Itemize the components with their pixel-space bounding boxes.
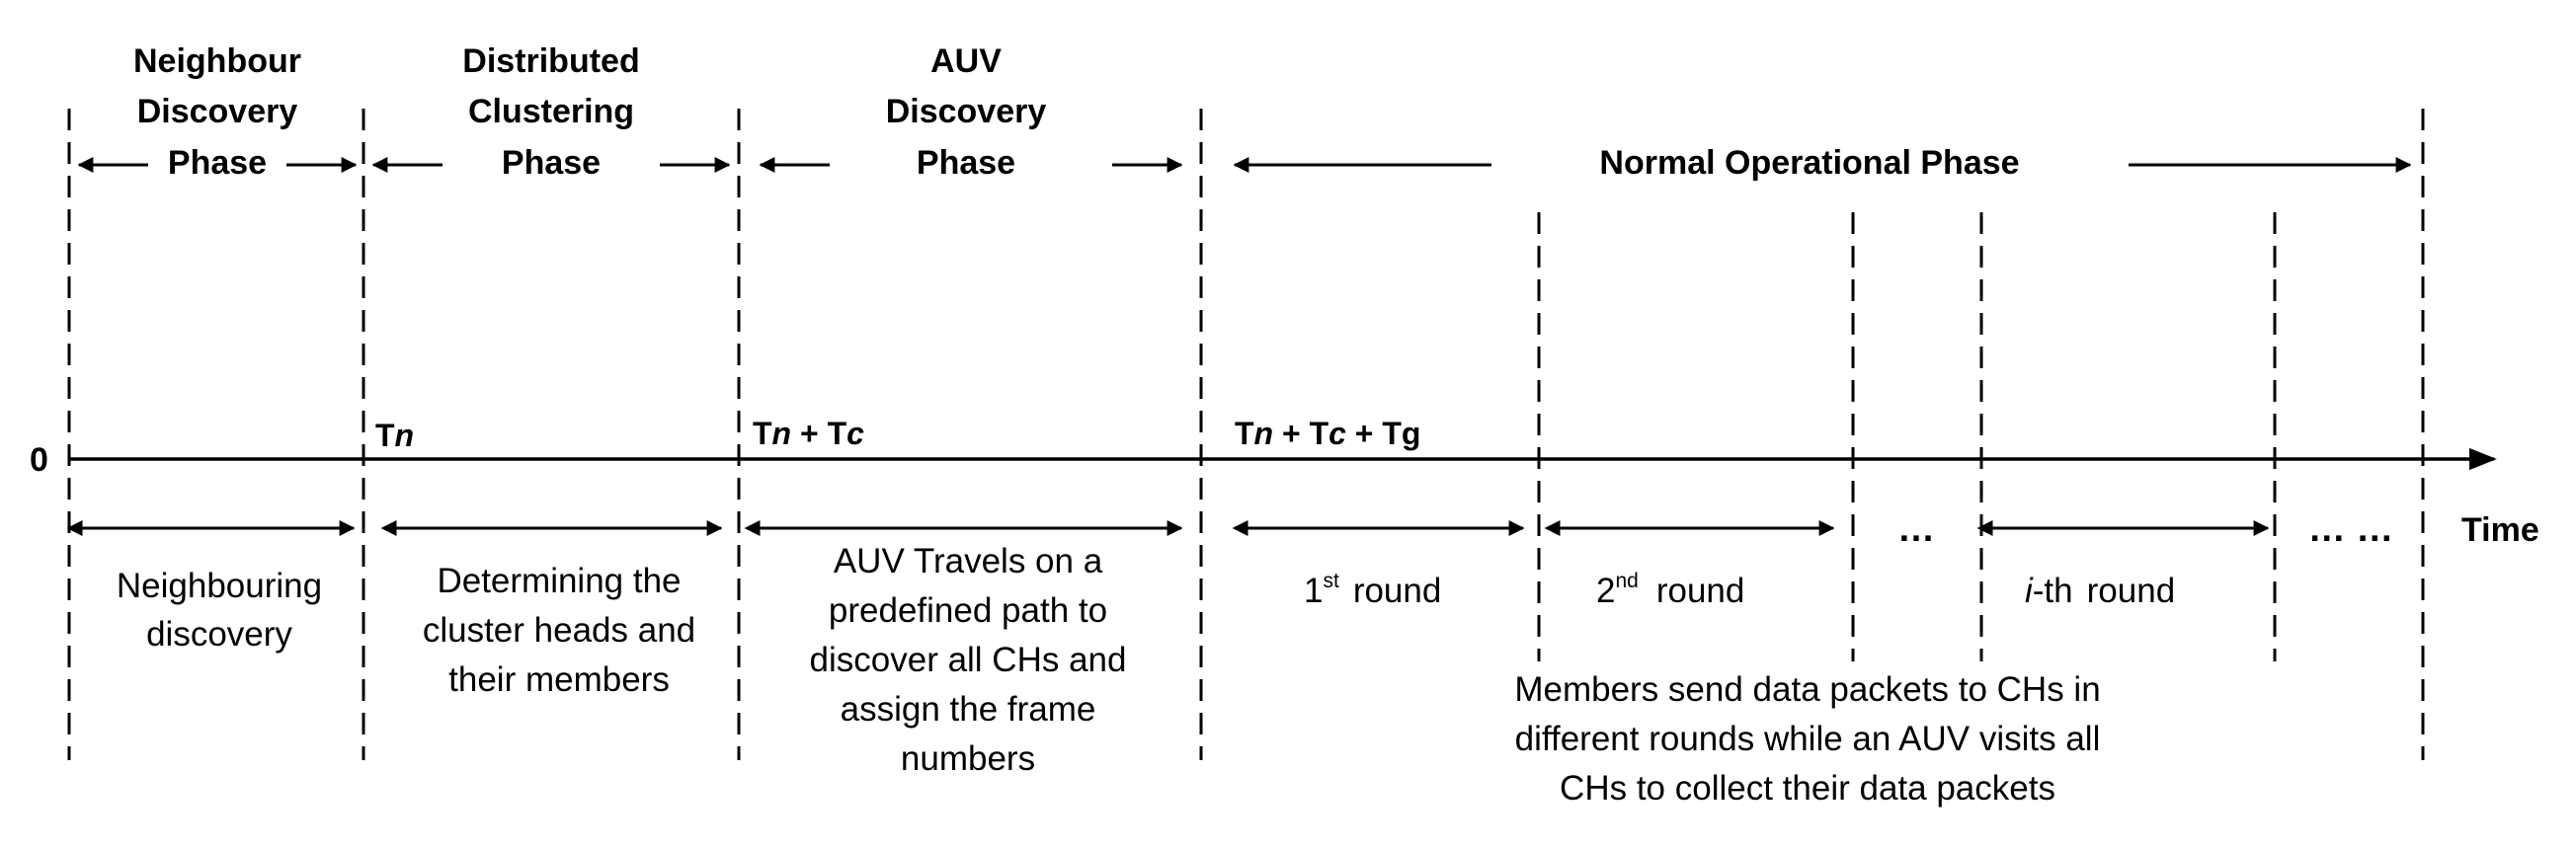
mark-tn-tc-tg-t2: T	[1310, 416, 1329, 451]
desc-auv-1: AUV Travels on a	[834, 542, 1103, 580]
round-i-number: i	[2025, 572, 2034, 610]
phase-title-neighbour-3: Phase	[168, 144, 267, 182]
mark-tn-tc: Tn + Tc	[753, 416, 864, 451]
mark-tn-tc-t1: T	[753, 416, 772, 451]
mark-tn-tc-n: n	[772, 416, 792, 451]
desc-neighbour-2: discovery	[146, 615, 292, 654]
mark-tn-tc-plus: +	[791, 416, 827, 451]
mark-tn-tc-tg-t1: T	[1235, 416, 1254, 451]
phase-title-clustering-1: Distributed	[462, 42, 639, 80]
mark-tn-tc-tg-c: c	[1328, 416, 1346, 451]
desc-clustering-3: their members	[448, 660, 670, 699]
mark-tn-tc-tg: Tn + Tc + Tg	[1235, 416, 1420, 451]
round-1-word: round	[1353, 572, 1442, 610]
phase-title-neighbour-1: Neighbour	[133, 42, 301, 80]
desc-normal-1: Members send data packets to CHs in	[1514, 670, 2100, 709]
round-2-number: 2	[1596, 572, 1615, 610]
phase-title-auv-2: Discovery	[886, 93, 1047, 130]
desc-neighbour-1: Neighbouring	[117, 567, 322, 605]
desc-clustering-2: cluster heads and	[423, 611, 695, 650]
round-label-i: i-th round	[2025, 572, 2175, 610]
desc-auv-5: numbers	[901, 739, 1035, 778]
mark-tn-tc-tg-g: g	[1402, 416, 1421, 451]
mark-tn-tc-tg-t3: T	[1382, 416, 1402, 451]
round-i-word: round	[2087, 572, 2176, 610]
phase-title-clustering-3: Phase	[502, 144, 601, 182]
phase-title-auv-1: AUV	[930, 42, 1002, 80]
desc-auv-3: discover all CHs and	[810, 641, 1127, 679]
round-i-suffix: -th	[2033, 572, 2073, 610]
mark-tn-tc-tg-n: n	[1254, 416, 1274, 451]
phase-title-auv-3: Phase	[917, 144, 1015, 182]
mark-tn: Tn	[375, 418, 414, 453]
phase-title-normal: Normal Operational Phase	[1599, 144, 2019, 182]
phase-title-clustering-2: Clustering	[468, 93, 634, 130]
mark-tn-tc-c: c	[846, 416, 864, 451]
ellipsis-rounds-end: … …	[2308, 508, 2394, 550]
mark-tn-t: T	[375, 418, 395, 453]
desc-clustering-1: Determining the	[437, 562, 681, 600]
phase-title-neighbour-2: Discovery	[137, 93, 298, 130]
desc-auv-4: assign the frame	[841, 690, 1096, 729]
round-1-suffix: st	[1323, 570, 1339, 592]
desc-normal-3: CHs to collect their data packets	[1560, 769, 2055, 808]
round-2-suffix: nd	[1615, 570, 1638, 592]
mark-tn-tc-tg-plus2: +	[1346, 416, 1382, 451]
desc-auv-2: predefined path to	[829, 591, 1107, 630]
desc-normal-2: different rounds while an AUV visits all	[1515, 720, 2101, 758]
axis-origin-label: 0	[30, 441, 48, 479]
mark-tn-tc-tg-plus1: +	[1273, 416, 1309, 451]
round-2-word: round	[1656, 572, 1745, 610]
mark-tn-n: n	[395, 418, 415, 453]
time-axis-label: Time	[2461, 511, 2539, 549]
ellipsis-rounds: …	[1897, 508, 1935, 550]
mark-tn-tc-t2: T	[828, 416, 847, 451]
round-1-number: 1	[1304, 572, 1323, 610]
